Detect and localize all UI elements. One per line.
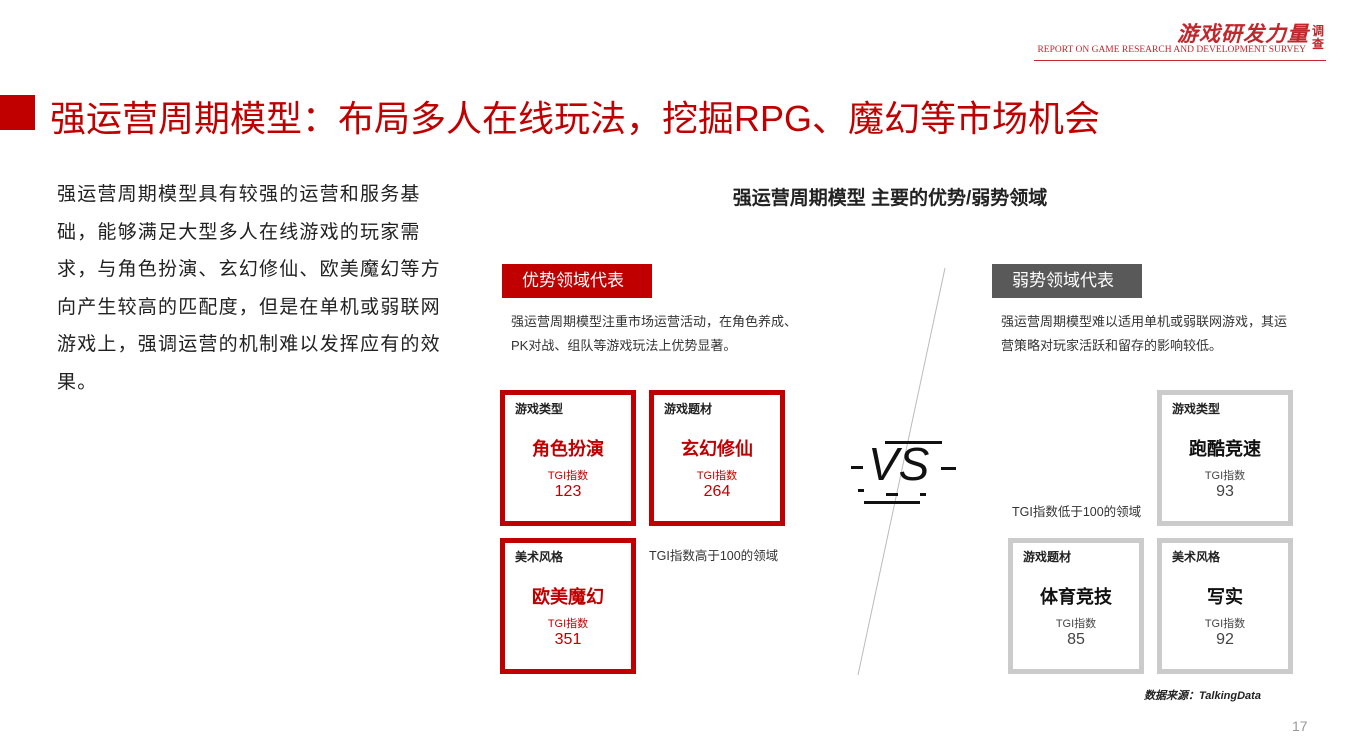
logo-subtitle: REPORT ON GAME RESEARCH AND DEVELOPMENT …: [1037, 45, 1306, 55]
summary-paragraph: 强运营周期模型具有较强的运营和服务基础，能够满足大型多人在线游戏的玩家需求，与角…: [57, 184, 441, 393]
vs-label: VS: [868, 438, 930, 490]
data-source: 数据来源：TalkingData: [1144, 690, 1261, 702]
vs-decoration: [885, 441, 942, 444]
box-tgi-value: 351: [554, 631, 582, 648]
box-tgi-label: TGI指数: [1055, 618, 1097, 630]
chart-title: 强运营周期模型 主要的优势/弱势领域: [732, 188, 1048, 209]
box-tgi-value: 93: [1216, 483, 1234, 500]
page-number: 17: [1292, 718, 1308, 734]
logo-title: 游戏研发力量: [1177, 23, 1309, 46]
weakness-tag: 弱势领域代表: [992, 264, 1142, 298]
title-accent: [0, 95, 35, 130]
box-category: 游戏类型: [1172, 402, 1221, 416]
box-tgi-label: TGI指数: [1204, 618, 1246, 630]
header-divider: [1034, 60, 1326, 61]
box-name: 欧美魔幻: [532, 587, 604, 607]
box-tgi-value: 92: [1216, 631, 1234, 648]
box-name: 玄幻修仙: [681, 439, 753, 459]
vs-decoration: [858, 489, 864, 492]
box-tgi-label: TGI指数: [696, 470, 738, 482]
strength-note: TGI指数高于100的领域: [649, 549, 779, 563]
vs-decoration: [886, 493, 898, 496]
strength-description: 强运营周期模型注重市场运营活动，在角色养成、PK对战、组队等游戏玩法上优势显著。: [511, 314, 798, 353]
weakness-description: 强运营周期模型难以适用单机或弱联网游戏，其运营策略对玩家活跃和留存的影响较低。: [1001, 314, 1288, 353]
box-tgi-value: 264: [703, 483, 731, 500]
box-tgi-value: 123: [554, 483, 582, 500]
box-category: 游戏题材: [664, 402, 713, 416]
logo-suffix: 调查: [1312, 24, 1325, 51]
box-name: 角色扮演: [532, 439, 604, 459]
strength-tag: 优势领域代表: [502, 264, 652, 298]
vs-decoration: [864, 501, 920, 504]
box-category: 游戏类型: [515, 402, 564, 416]
box-category: 美术风格: [515, 550, 564, 564]
weakness-note: TGI指数低于100的领域: [1012, 505, 1142, 519]
box-tgi-label: TGI指数: [547, 618, 589, 630]
box-category: 美术风格: [1172, 550, 1221, 564]
box-name: 跑酷竞速: [1189, 439, 1261, 459]
vs-decoration: [851, 466, 863, 469]
box-name: 体育竞技: [1040, 587, 1112, 607]
page-title: 强运营周期模型：布局多人在线玩法，挖掘RPG、魔幻等市场机会: [50, 98, 1101, 139]
vs-decoration: [920, 493, 926, 496]
box-tgi-value: 85: [1067, 631, 1085, 648]
box-tgi-label: TGI指数: [1204, 470, 1246, 482]
box-tgi-label: TGI指数: [547, 470, 589, 482]
box-category: 游戏题材: [1023, 550, 1072, 564]
box-name: 写实: [1207, 587, 1243, 607]
vs-decoration: [941, 467, 956, 470]
